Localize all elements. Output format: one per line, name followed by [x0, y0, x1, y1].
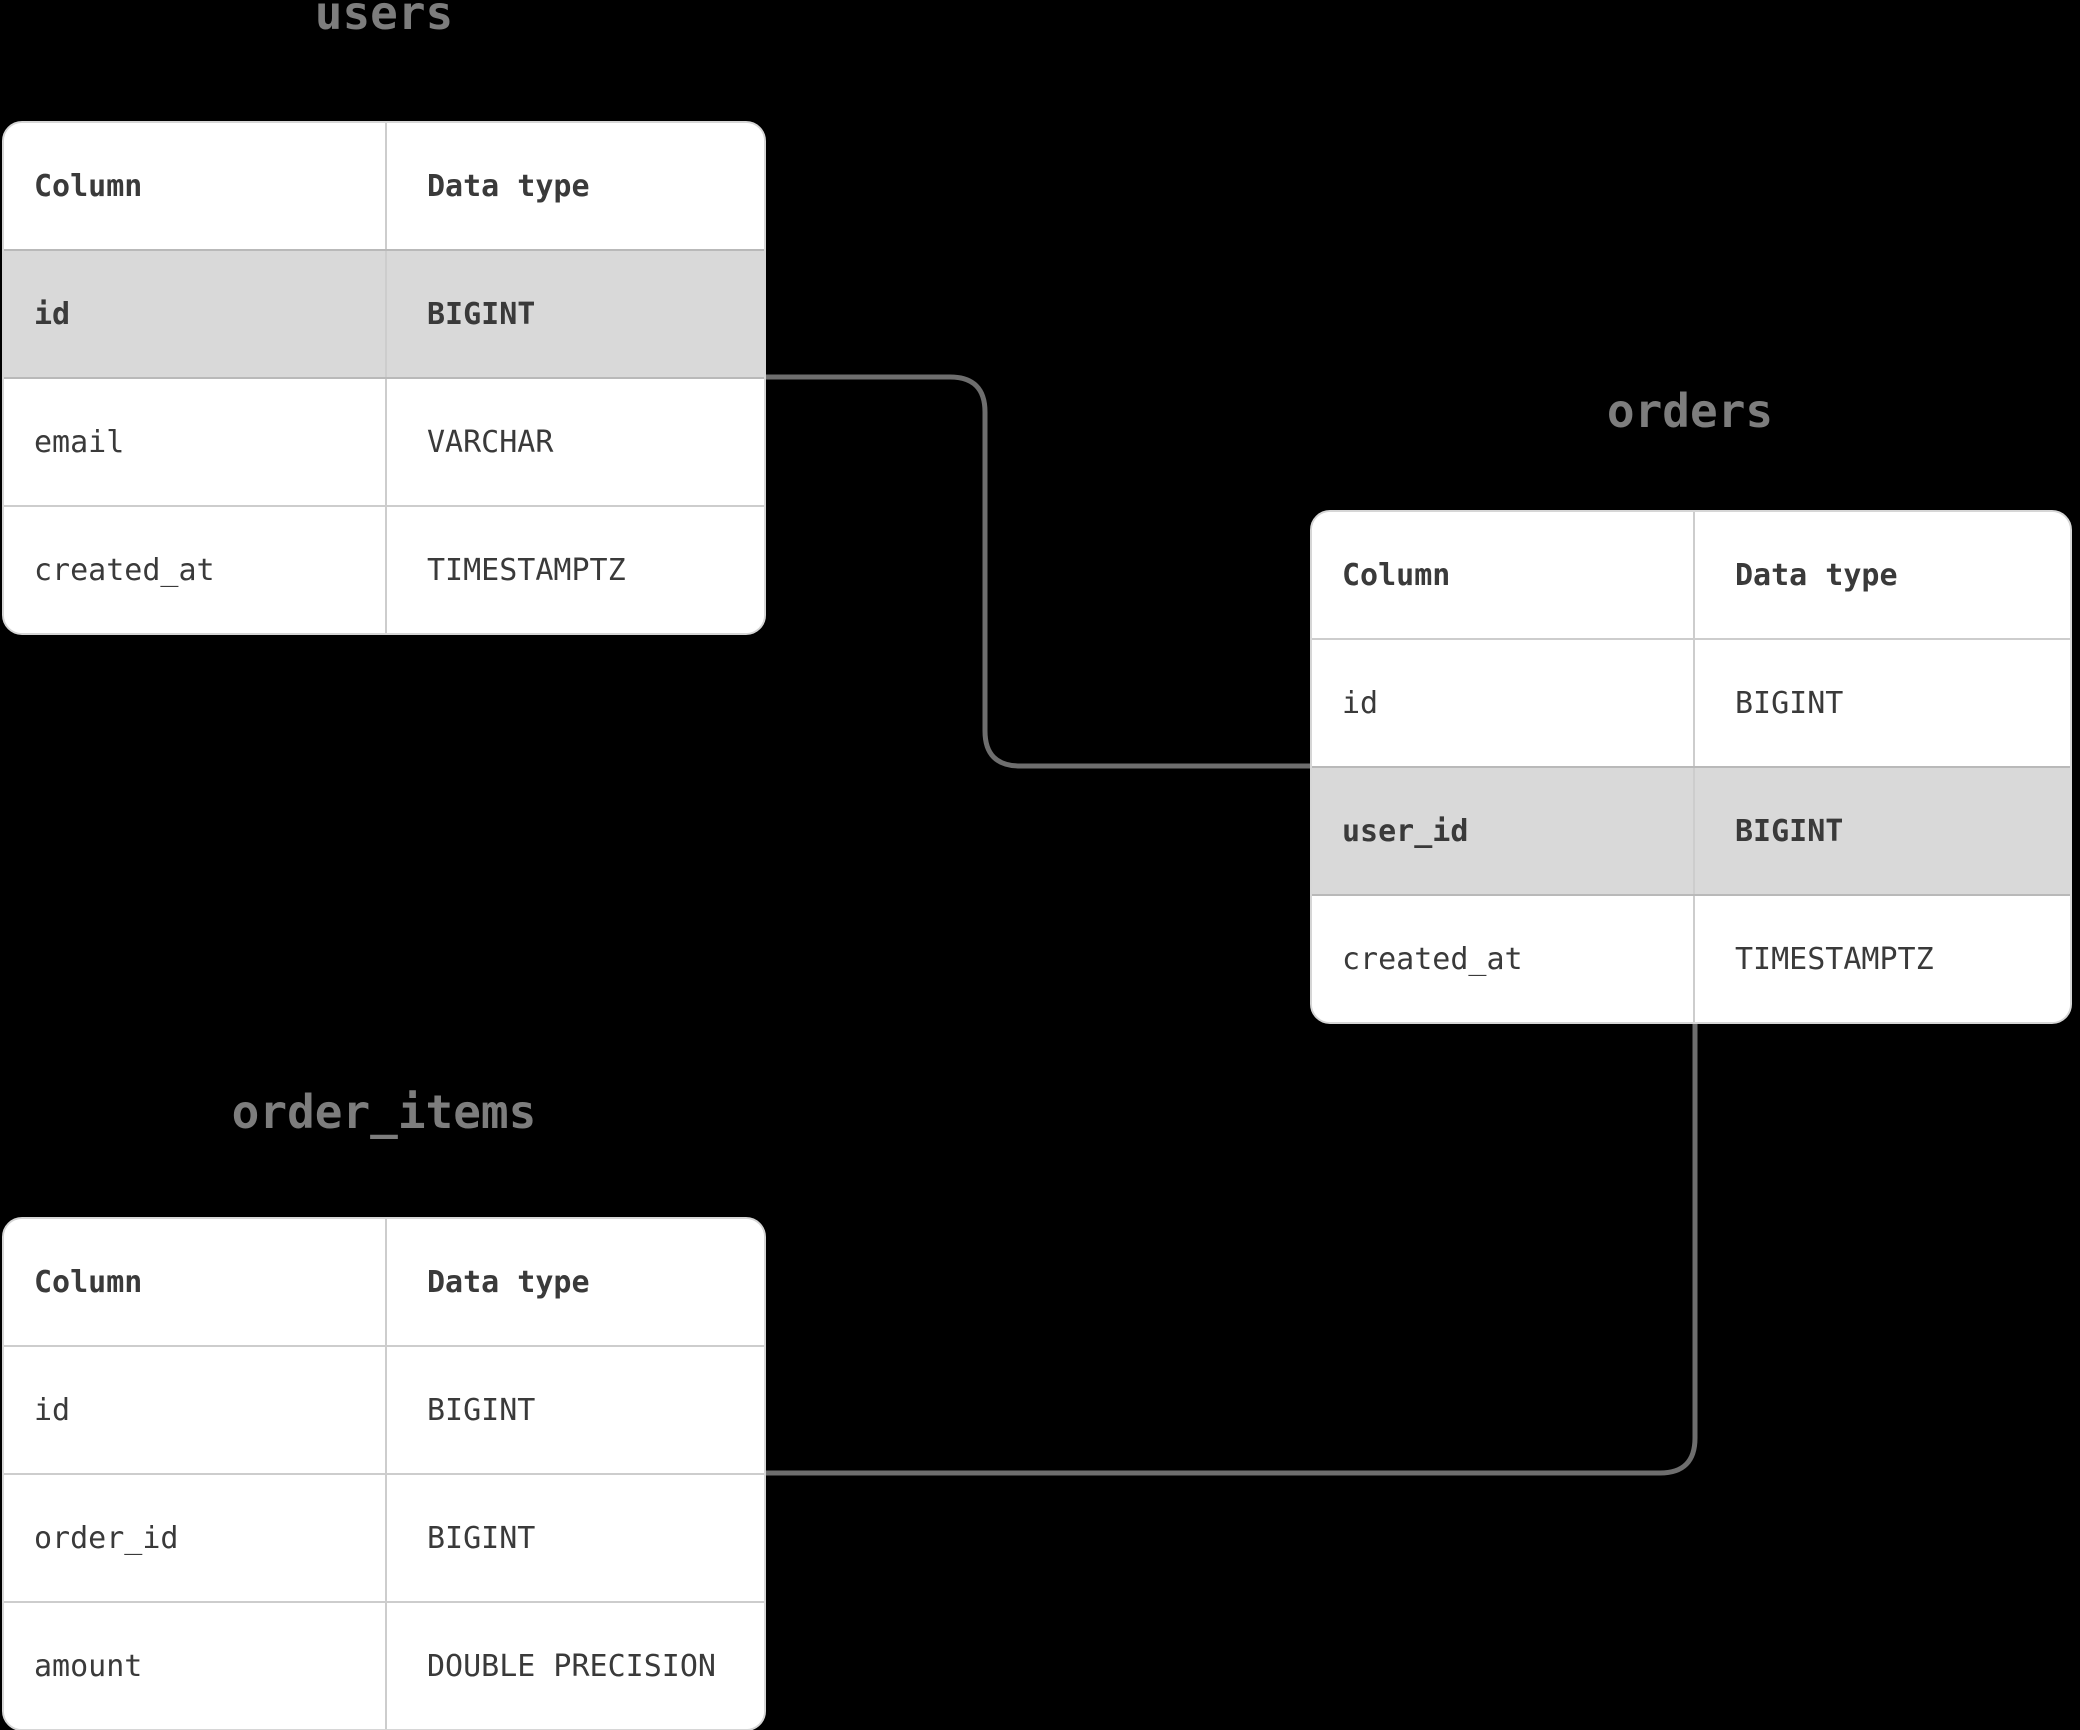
- column-name: created_at: [4, 507, 387, 633]
- column-name: email: [4, 379, 387, 505]
- table-row-orders-created-at: created_at TIMESTAMPTZ: [1312, 894, 2070, 1022]
- column-header: Column: [4, 123, 387, 249]
- connector-orders-order-items: [763, 1019, 1698, 1476]
- table-users-header-row: Column Data type: [4, 123, 764, 249]
- connector-users-orders: [763, 374, 1315, 769]
- table-title-users: users: [314, 0, 454, 40]
- column-name: id: [1312, 640, 1695, 766]
- table-row-order-items-amount: amount DOUBLE PRECISION: [4, 1601, 764, 1729]
- table-order-items: Column Data type id BIGINT order_id BIGI…: [2, 1217, 766, 1730]
- table-orders: Column Data type id BIGINT user_id BIGIN…: [1310, 510, 2072, 1024]
- column-name: order_id: [4, 1475, 387, 1601]
- table-orders-header-row: Column Data type: [1312, 512, 2070, 638]
- column-name: created_at: [1312, 896, 1695, 1022]
- datatype-header: Data type: [427, 1264, 590, 1300]
- column-datatype: BIGINT: [427, 1520, 536, 1556]
- table-row-order-items-id: id BIGINT: [4, 1345, 764, 1473]
- table-row-order-items-order-id: order_id BIGINT: [4, 1473, 764, 1601]
- column-datatype: BIGINT: [427, 296, 536, 332]
- table-title-order-items: order_items: [231, 1085, 537, 1139]
- column-name: amount: [4, 1603, 387, 1729]
- column-datatype: BIGINT: [427, 1392, 536, 1428]
- table-row-orders-id: id BIGINT: [1312, 638, 2070, 766]
- column-datatype: TIMESTAMPTZ: [427, 552, 626, 588]
- column-name: id: [4, 1347, 387, 1473]
- table-title-orders: orders: [1606, 384, 1774, 438]
- column-header: Column: [1312, 512, 1695, 638]
- column-datatype: VARCHAR: [427, 424, 554, 460]
- column-datatype: BIGINT: [1735, 685, 1844, 721]
- column-datatype: DOUBLE PRECISION: [427, 1648, 716, 1684]
- datatype-header: Data type: [427, 168, 590, 204]
- datatype-header: Data type: [1735, 557, 1898, 593]
- table-row-users-id: id BIGINT: [4, 249, 764, 377]
- table-row-users-created-at: created_at TIMESTAMPTZ: [4, 505, 764, 633]
- table-users: Column Data type id BIGINT email VARCHAR…: [2, 121, 766, 635]
- column-name: user_id: [1312, 768, 1695, 894]
- table-row-orders-user-id: user_id BIGINT: [1312, 766, 2070, 894]
- column-name: id: [4, 251, 387, 377]
- column-header: Column: [4, 1219, 387, 1345]
- table-row-users-email: email VARCHAR: [4, 377, 764, 505]
- column-datatype: TIMESTAMPTZ: [1735, 941, 1934, 977]
- column-datatype: BIGINT: [1735, 813, 1844, 849]
- table-order-items-header-row: Column Data type: [4, 1219, 764, 1345]
